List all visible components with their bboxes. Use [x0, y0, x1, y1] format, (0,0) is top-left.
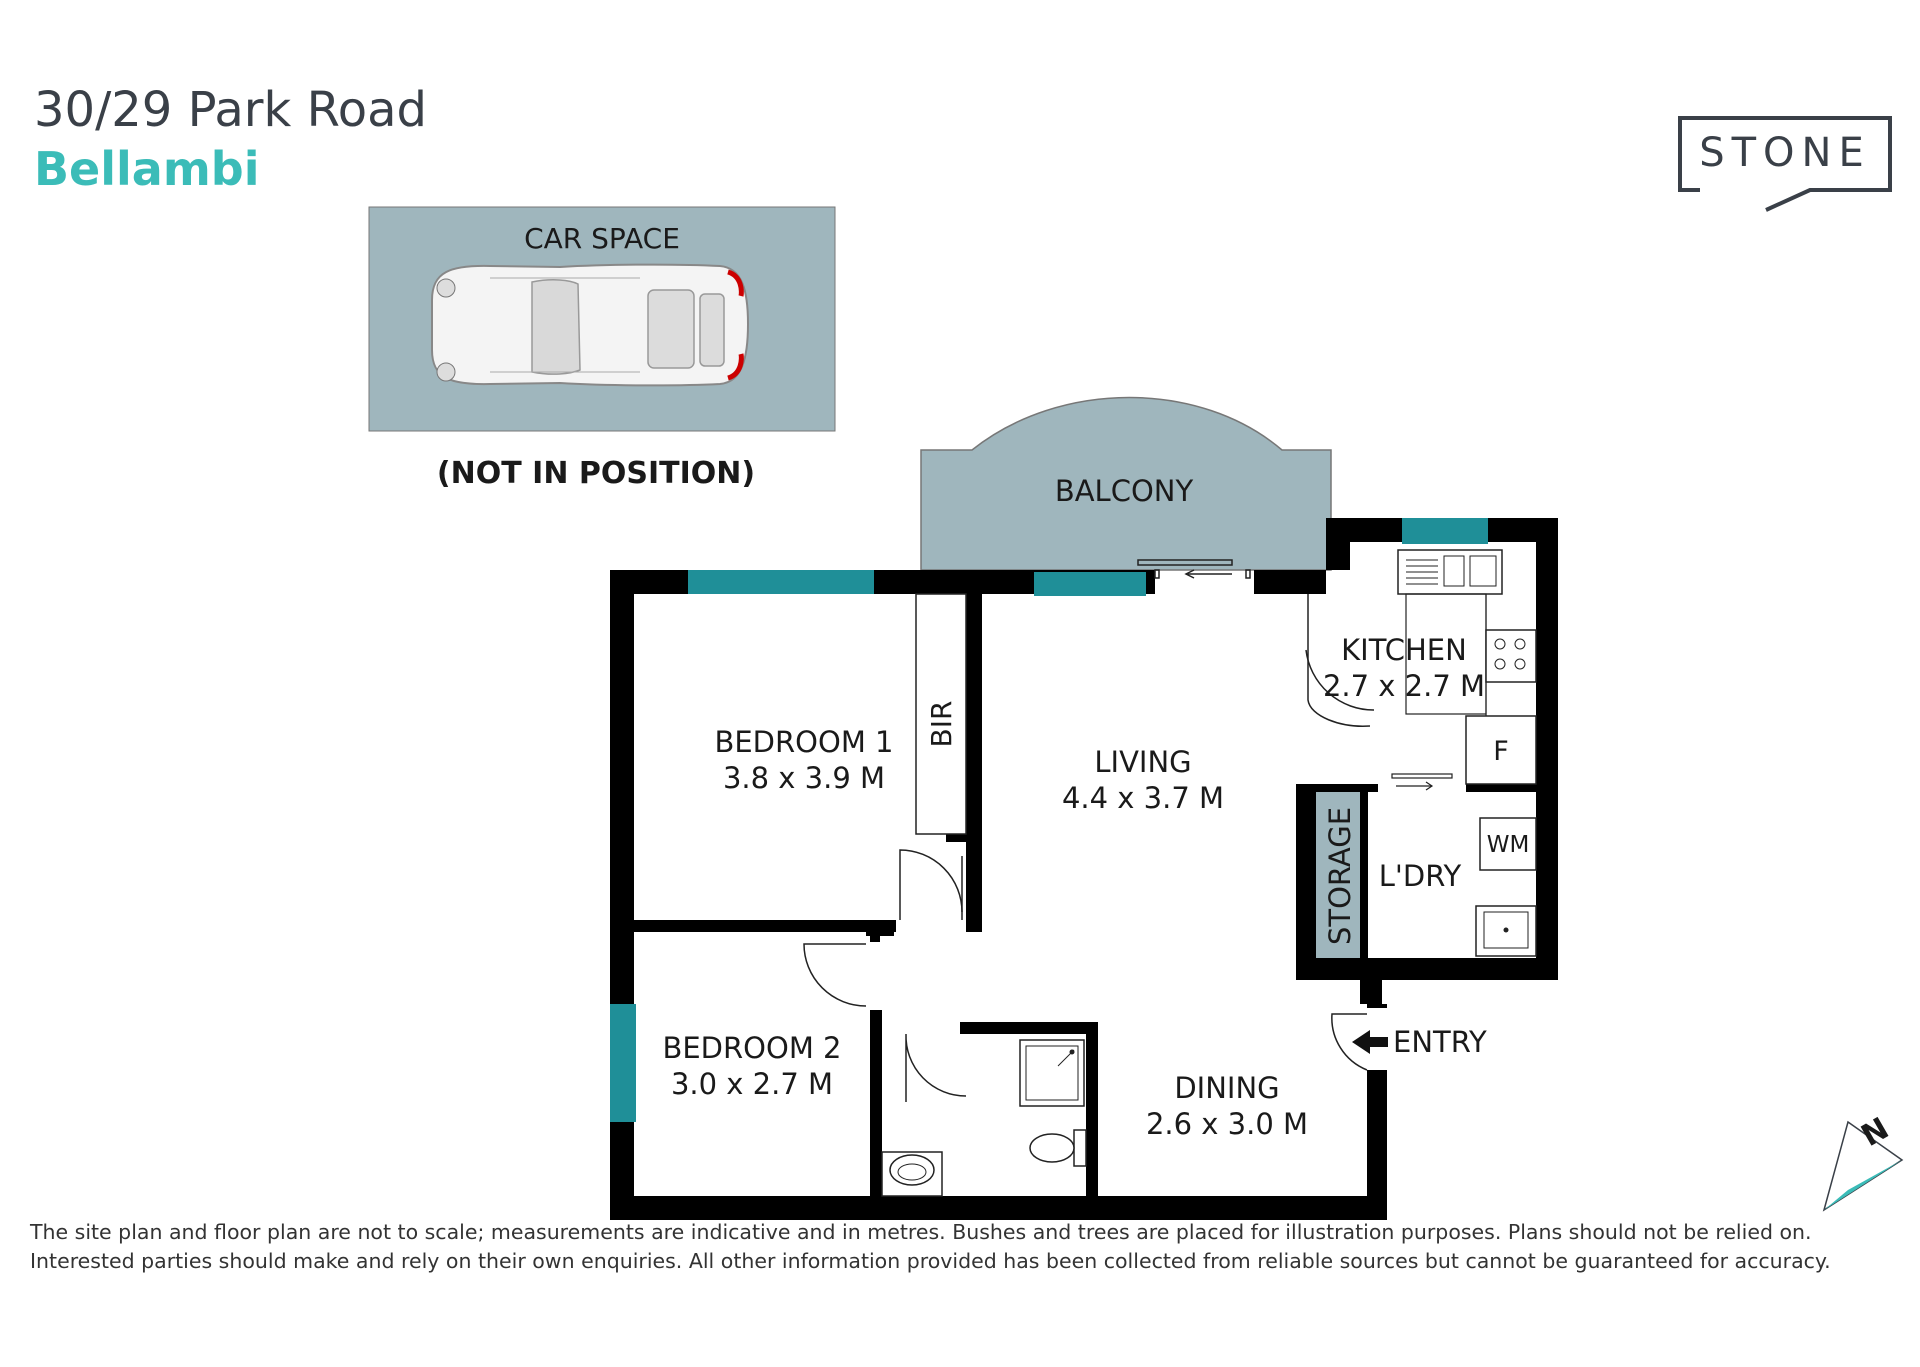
entry-label: ENTRY — [1393, 1025, 1487, 1059]
car-space: CAR SPACE — [368, 206, 836, 432]
storage: STORAGE — [1316, 792, 1360, 958]
fridge-space — [1465, 715, 1537, 785]
basin-icon — [889, 1154, 935, 1186]
shower-icon — [1019, 1039, 1085, 1107]
toilet-icon — [1029, 1133, 1075, 1163]
property-suburb: Bellambi — [34, 142, 260, 196]
bathroom — [881, 1039, 1087, 1197]
north-compass-icon: N — [1822, 1111, 1904, 1212]
storage-label: STORAGE — [1323, 807, 1357, 945]
dining-label: DINING — [1174, 1071, 1279, 1105]
kitchen: F KITCHEN 2.7 x 2.7 M — [1307, 549, 1537, 791]
toilet-cistern — [1073, 1129, 1087, 1167]
bir-label: BIR — [925, 701, 958, 748]
disclaimer: The site plan and floor plan are not to … — [30, 1218, 1900, 1276]
disclaimer-line-1: The site plan and floor plan are not to … — [30, 1220, 1812, 1244]
stone-logo: STONE — [1678, 116, 1892, 212]
living-size: 4.4 x 3.7 M — [1062, 781, 1224, 815]
built-in-robe: BIR — [915, 593, 967, 835]
cooktop-icon — [1485, 629, 1537, 683]
car-space-note: (NOT IN POSITION) — [437, 456, 755, 491]
kitchen-size: 2.7 x 2.7 M — [1323, 669, 1485, 703]
bedroom2-label: BEDROOM 2 — [662, 1031, 841, 1065]
logo-text: STONE — [1699, 130, 1871, 176]
entry-marker: ENTRY — [1352, 1025, 1487, 1059]
bedroom2-size: 3.0 x 2.7 M — [671, 1067, 833, 1101]
car-icon — [431, 263, 750, 387]
car-space-label: CAR SPACE — [524, 222, 680, 255]
kitchen-label: KITCHEN — [1341, 633, 1467, 667]
balcony-label: BALCONY — [1055, 474, 1194, 508]
windows — [610, 518, 1488, 1122]
dining-size: 2.6 x 3.0 M — [1146, 1107, 1308, 1141]
laundry-label: L'DRY — [1379, 859, 1462, 893]
balcony: BALCONY — [920, 396, 1332, 571]
laundry: WM L'DRY — [1379, 817, 1537, 957]
washing-machine-box — [1479, 817, 1537, 871]
disclaimer-line-2: Interested parties should make and rely … — [30, 1249, 1831, 1273]
bedroom1-label: BEDROOM 1 — [714, 725, 893, 759]
sliding-door — [1137, 559, 1251, 579]
fridge-label: F — [1493, 736, 1509, 767]
washing-machine-label: WM — [1487, 832, 1530, 858]
living-label: LIVING — [1094, 745, 1191, 779]
property-address: 30/29 Park Road — [34, 82, 428, 138]
entry-arrow-icon — [1352, 1030, 1388, 1054]
bedroom1-size: 3.8 x 3.9 M — [723, 761, 885, 795]
basin-cabinet — [881, 1151, 943, 1197]
